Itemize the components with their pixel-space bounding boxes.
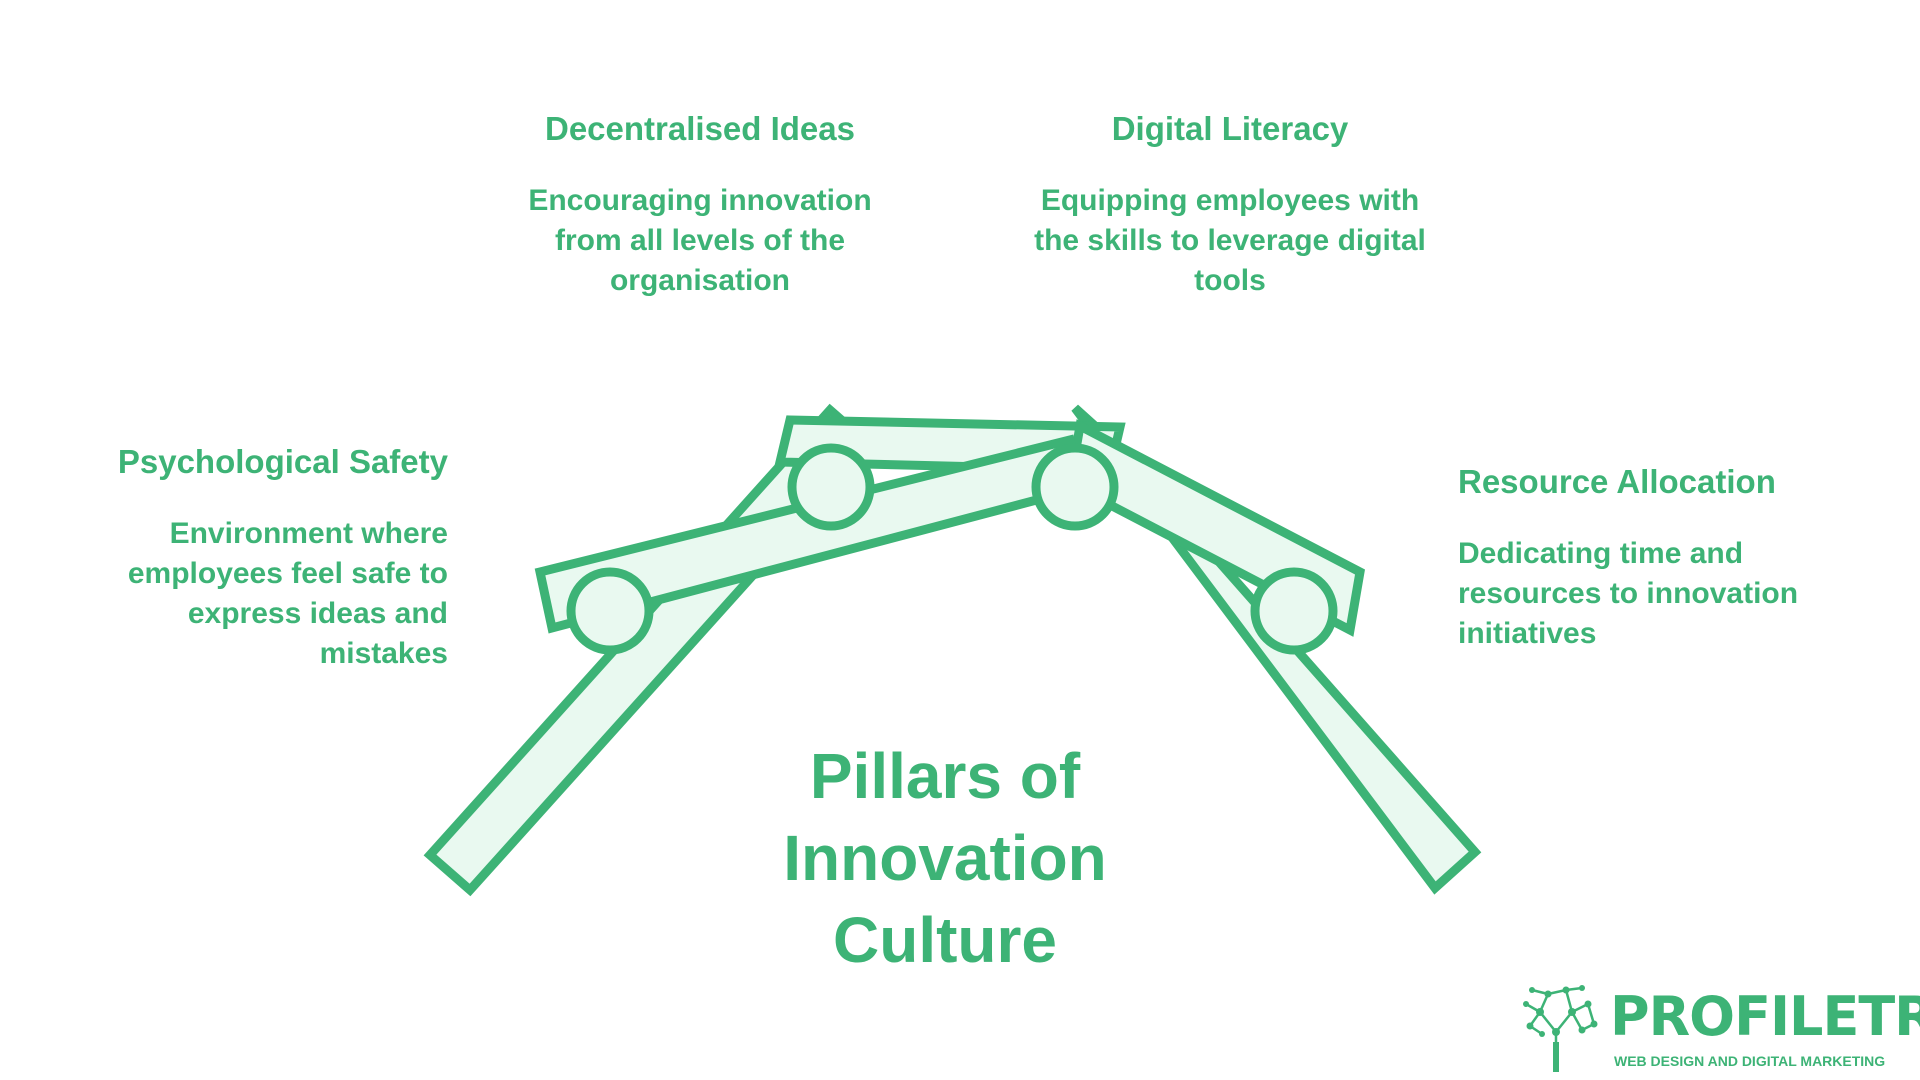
pillar-heading: Psychological Safety — [117, 443, 448, 480]
joint-right-top — [1031, 443, 1119, 531]
pillar-description: Environment where employees feel safe to… — [127, 517, 448, 670]
title-line: Culture — [833, 904, 1057, 976]
pillar-description: Equipping employees with the skills to l… — [1034, 184, 1426, 297]
title-line: Pillars of — [809, 740, 1081, 812]
pillar-heading: Resource Allocation — [1458, 463, 1776, 500]
pillar-description: Dedicating time and resources to innovat… — [1458, 537, 1799, 650]
title-line: Innovation — [783, 822, 1107, 894]
diagram-title: Pillars of Innovation Culture — [700, 735, 1190, 981]
profiletree-logo: PROFILETREE WEB DESIGN AND DIGITAL MARKE… — [1522, 980, 1920, 1075]
joint-left-top — [787, 443, 875, 531]
tree-network-icon — [1523, 985, 1598, 1072]
pillar-heading: Decentralised Ideas — [545, 110, 855, 147]
logo-tagline: WEB DESIGN AND DIGITAL MARKETING — [1614, 1053, 1886, 1069]
pillar-heading: Digital Literacy — [1111, 110, 1349, 147]
joint-left-outer — [566, 567, 654, 655]
joint-right-outer — [1250, 567, 1338, 655]
logo-wordmark: PROFILETREE — [1610, 985, 1920, 1048]
pillar-description: Encouraging innovation from all levels o… — [528, 184, 872, 297]
